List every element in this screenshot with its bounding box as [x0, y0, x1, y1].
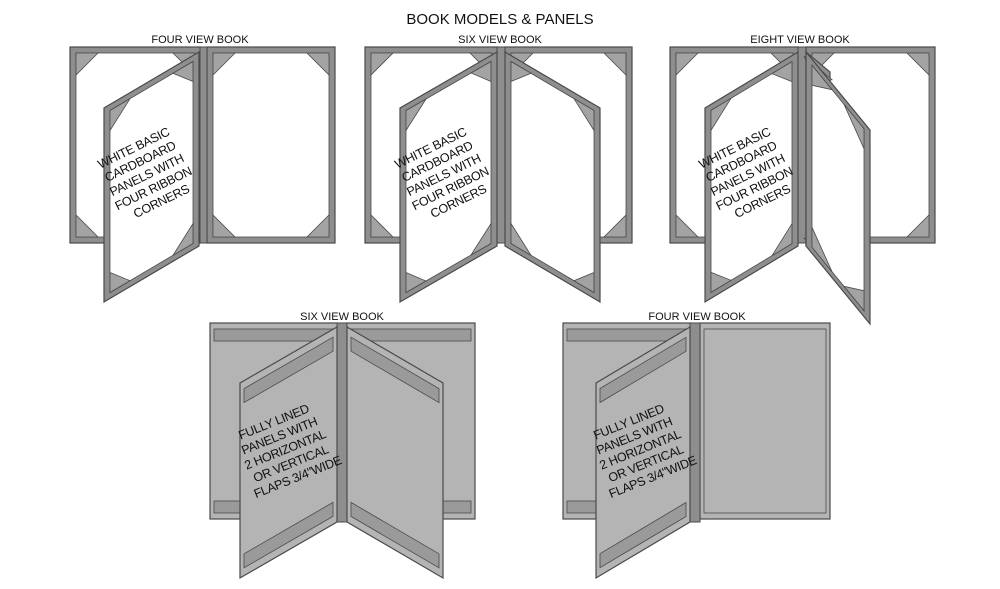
ribbon-corner-icon	[771, 60, 793, 83]
spine	[199, 46, 208, 244]
ribbon-corner-icon	[306, 214, 330, 238]
ribbon-corner-icon	[75, 214, 99, 238]
ribbon-corner-icon	[172, 222, 194, 256]
ribbon-corner-icon	[212, 52, 236, 76]
ribbon-corner-icon	[771, 222, 793, 257]
ribbon-corner-icon	[370, 214, 394, 238]
four-lined-right-inner	[703, 328, 827, 514]
ribbon-corner-icon	[109, 271, 131, 294]
bottom-flap	[350, 501, 440, 569]
ribbon-corner-icon	[675, 214, 699, 238]
book-label-four-view-bottom: FOUR VIEW BOOK	[648, 311, 746, 323]
ribbon-corner-icon	[906, 52, 930, 76]
ribbon-corner-icon	[405, 271, 427, 294]
ribbon-corner-icon	[510, 60, 532, 83]
ribbon-corner-icon	[370, 52, 394, 76]
ribbon-corner-icon	[603, 214, 627, 238]
ribbon-corner-icon	[811, 227, 833, 272]
ribbon-corner-icon	[109, 98, 131, 132]
spine	[689, 322, 701, 523]
ribbon-corner-icon	[710, 97, 732, 132]
book-label-four-view-top: FOUR VIEW BOOK	[151, 34, 249, 46]
ribbon-corner-icon	[470, 60, 492, 83]
ribbon-corner-icon	[405, 98, 427, 132]
ribbon-corner-icon	[573, 98, 595, 132]
ribbon-corner-icon	[842, 285, 865, 312]
book-label-six-view-top: SIX VIEW BOOK	[458, 34, 542, 46]
ribbon-corner-icon	[306, 52, 330, 76]
diagram-title: BOOK MODELS & PANELS	[406, 11, 593, 28]
ribbon-corner-icon	[675, 52, 699, 76]
top-flap	[243, 336, 334, 404]
ribbon-corner-icon	[843, 104, 865, 149]
ribbon-corner-icon	[212, 214, 236, 238]
ribbon-corner-icon	[172, 60, 194, 83]
ribbon-corner-icon	[811, 64, 834, 91]
bottom-flap	[243, 501, 334, 569]
ribbon-corner-icon	[710, 271, 732, 294]
ribbon-corner-icon	[510, 222, 532, 256]
spine	[336, 322, 348, 523]
book-label-six-view-bottom: SIX VIEW BOOK	[300, 311, 384, 323]
spine	[496, 46, 506, 244]
ribbon-corner-icon	[470, 222, 492, 256]
ribbon-corner-icon	[603, 52, 627, 76]
top-flap	[350, 336, 440, 404]
top-flap	[599, 336, 687, 404]
bottom-flap	[599, 501, 687, 569]
ribbon-corner-icon	[906, 214, 930, 238]
spine	[797, 46, 807, 244]
four-view-right-inner	[212, 52, 330, 238]
ribbon-corner-icon	[75, 52, 99, 76]
book-label-eight-view: EIGHT VIEW BOOK	[750, 34, 850, 46]
ribbon-corner-icon	[573, 271, 595, 294]
